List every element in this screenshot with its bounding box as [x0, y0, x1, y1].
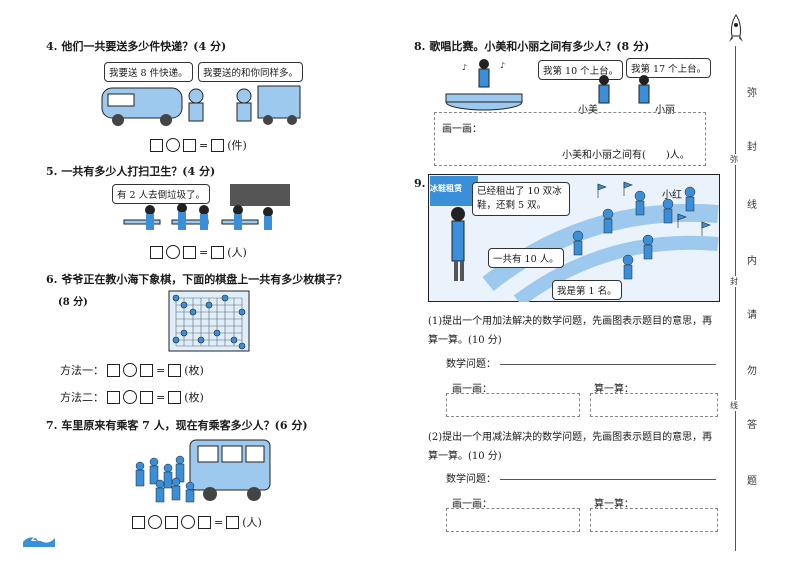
q9-part1-problem-line[interactable] — [500, 364, 716, 365]
q9-part2-prompt: (2)提出一个用减法解决的数学问题，先画图表示题目的意思，再算一算。(10 分) — [428, 432, 713, 462]
operator-circle[interactable] — [166, 138, 180, 152]
name-xiaoli: 小丽 — [655, 105, 675, 116]
answer-box[interactable] — [140, 390, 153, 404]
binding-small-2: 封 — [730, 276, 738, 287]
svg-text:♪: ♪ — [500, 61, 505, 70]
q8-bubble-a: 我第 10 个上台。 — [538, 60, 624, 80]
q6-score: (8 分) — [58, 297, 88, 308]
q6-method2: 方法二： = (枚) — [60, 390, 204, 404]
page-number-badge: 28 — [22, 532, 56, 548]
q9-bubble-c: 我是第 1 名。 — [552, 280, 622, 300]
binding-char-4: 内 — [747, 256, 757, 267]
binding-char-7: 答 — [747, 420, 757, 431]
binding-char-5: 请 — [747, 310, 757, 321]
q8-drawing-area[interactable] — [434, 112, 706, 166]
q5-bubble: 有 2 人去倒垃圾了。 — [112, 184, 211, 204]
q9-part2-problem-line[interactable] — [500, 479, 716, 480]
answer-box[interactable] — [211, 245, 225, 259]
answer-box[interactable] — [183, 245, 196, 259]
q4-delivery-illustration — [101, 85, 301, 126]
method1-label: 方法一： — [60, 364, 104, 377]
answer-box[interactable] — [107, 363, 120, 377]
q9-part2-draw-label: 画一画： — [452, 499, 492, 510]
q9-part1-draw-area[interactable] — [446, 393, 580, 417]
binding-char-1: 弥 — [747, 88, 757, 99]
singers-illustration — [598, 75, 650, 104]
binding-small-3: 线 — [730, 400, 738, 411]
q9-part1-problem-label: 数学问题： — [446, 359, 496, 370]
binding-small-1: 弥 — [730, 154, 738, 165]
q7-title: 7. 车里原来有乘客 7 人，现在有乘客多少人？(6 分) — [46, 419, 308, 432]
svg-text:♪: ♪ — [462, 63, 467, 72]
q9-bubble-b: 一共有 10 人。 — [488, 248, 564, 268]
answer-box[interactable] — [198, 515, 211, 529]
q8-answer-sentence: 小美和小丽之间有( )人。 — [562, 150, 690, 161]
bus-illustration — [135, 439, 271, 503]
answer-box[interactable] — [165, 515, 178, 529]
answer-box[interactable] — [226, 515, 240, 529]
q5-equation: = (人) — [150, 244, 247, 260]
answer-box[interactable] — [107, 390, 120, 404]
q9-part2-calc-label: 算一算： — [594, 499, 634, 510]
rental-sign: 冰鞋租赁 — [430, 183, 462, 193]
q6-unit-2: (枚) — [184, 391, 204, 404]
q5-classroom-illustration — [123, 184, 290, 230]
operator-circle[interactable] — [181, 515, 195, 529]
q9-part2-calc-area[interactable] — [590, 508, 718, 532]
binding-char-8: 题 — [747, 476, 757, 487]
q9-part2-problem-label: 数学问题： — [446, 474, 496, 485]
operator-circle[interactable] — [123, 390, 137, 404]
q9-part1-prompt: (1)提出一个用加法解决的数学问题，先画图表示题目的意思，再算一算。(10 分) — [428, 316, 713, 346]
answer-box[interactable] — [168, 363, 182, 377]
method2-label: 方法二： — [60, 391, 104, 404]
q6-title: 6. 爷爷正在教小海下象棋，下面的棋盘上一共有多少枚棋子？ — [46, 273, 348, 286]
q5-unit: (人) — [227, 246, 247, 259]
name-xiaomei: 小美 — [578, 105, 598, 116]
chessboard-illustration — [168, 290, 250, 352]
answer-box[interactable] — [211, 138, 225, 152]
q4-unit: (件) — [227, 139, 247, 152]
q5-title: 5. 一共有多少人打扫卫生？(4 分) — [46, 165, 216, 178]
binding-char-2: 封 — [747, 142, 757, 153]
operator-circle[interactable] — [166, 245, 180, 259]
q9-part1-draw-label: 画一画： — [452, 384, 492, 395]
q9-bubble-a: 已经租出了 10 双冰鞋，还剩 5 双。 — [472, 182, 570, 216]
q6-unit: (枚) — [184, 364, 204, 377]
answer-box[interactable] — [168, 390, 182, 404]
q4-title: 4. 他们一共要送多少件快递？(4 分) — [46, 40, 227, 53]
operator-circle[interactable] — [148, 515, 162, 529]
page-number: 28 — [31, 533, 43, 544]
name-xiaohong: 小红 — [662, 190, 682, 201]
binding-char-3: 线 — [747, 200, 757, 211]
q9-title: 9. — [414, 177, 426, 190]
q4-equation: = (件) — [150, 137, 247, 153]
q4-bubble-a: 我要送 8 件快递。 — [104, 62, 193, 82]
rocket-icon — [729, 14, 743, 42]
q6-method1: 方法一： = (枚) — [60, 363, 204, 377]
page-number-wave-icon — [23, 537, 55, 547]
answer-box[interactable] — [140, 363, 153, 377]
q9-part1-calc-area[interactable] — [590, 393, 718, 417]
q4-bubble-b: 我要送的和你同样多。 — [198, 62, 304, 82]
q9-part1-calc-label: 算一算： — [594, 384, 634, 395]
binding-line — [735, 46, 736, 551]
q8-bubble-b: 我第 17 个上台。 — [626, 58, 712, 78]
stage-illustration: ♪ ♪ — [445, 59, 523, 111]
answer-box[interactable] — [183, 138, 196, 152]
q8-title: 8. 歌唱比赛。小美和小丽之间有多少人？(8 分) — [414, 40, 650, 53]
q8-draw-label: 画一画： — [442, 124, 482, 135]
operator-circle[interactable] — [123, 363, 137, 377]
answer-box[interactable] — [150, 245, 163, 259]
binding-char-6: 勿 — [747, 366, 757, 377]
answer-box[interactable] — [150, 138, 163, 152]
q7-equation: = (人) — [132, 514, 262, 530]
q9-part2-draw-area[interactable] — [446, 508, 580, 532]
q7-unit: (人) — [242, 516, 262, 529]
answer-box[interactable] — [132, 515, 145, 529]
